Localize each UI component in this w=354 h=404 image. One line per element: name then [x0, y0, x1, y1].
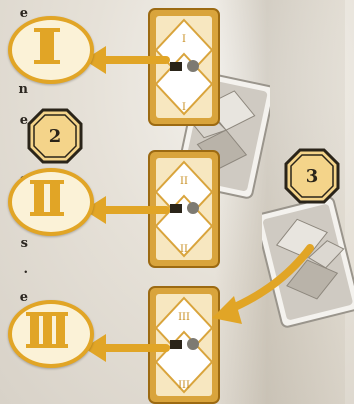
- globe-icon: [187, 60, 199, 72]
- pillar-ii-icon: [12, 172, 82, 224]
- step-3-number: 3: [306, 166, 319, 187]
- pillar-i-icon: [12, 20, 82, 72]
- step-3-badge: 3: [284, 148, 340, 204]
- svg-text:III: III: [178, 312, 190, 323]
- cut-off-text-8: .: [0, 262, 28, 277]
- globe-icon: [187, 338, 199, 350]
- cut-off-text-3: n: [0, 82, 28, 97]
- pillar-ii-badge: [8, 168, 94, 236]
- pillar-iii-icon: [12, 304, 82, 356]
- cut-off-text-4: e: [0, 113, 28, 128]
- step-2-number: 2: [49, 126, 62, 147]
- globe-icon: [187, 202, 199, 214]
- house-icon: [170, 204, 182, 213]
- svg-text:I: I: [182, 102, 186, 113]
- cut-off-text-7: s: [0, 236, 28, 251]
- curved-arrow: [200, 238, 320, 338]
- svg-text:I: I: [182, 34, 186, 45]
- cut-off-text-9: e: [0, 290, 28, 305]
- svg-text:III: III: [178, 380, 190, 391]
- svg-text:II: II: [180, 244, 188, 255]
- pillar-i-badge: [8, 16, 94, 84]
- house-icon: [170, 340, 182, 349]
- house-icon: [170, 62, 182, 71]
- step-2-badge: 2: [27, 108, 83, 164]
- pillar-iii-badge: [8, 300, 94, 368]
- cut-off-text-1: e: [0, 6, 28, 21]
- svg-text:II: II: [180, 176, 188, 187]
